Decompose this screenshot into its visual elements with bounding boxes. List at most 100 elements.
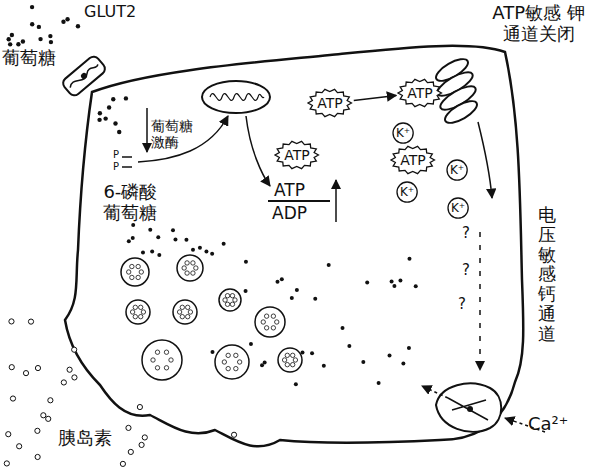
insulin-molecule: [261, 320, 265, 324]
label: ?: [458, 296, 466, 313]
node-text: ATP: [407, 85, 432, 101]
secreted-insulin: [35, 365, 40, 370]
insulin-molecule: [226, 353, 230, 357]
insulin-molecule: [136, 275, 140, 279]
label: 6-磷酸 葡萄糖: [98, 182, 163, 223]
insulin-molecule: [282, 358, 286, 362]
glucose-dot: [76, 24, 80, 28]
insulin-granule: [219, 289, 241, 311]
glucose-dot: [290, 296, 294, 300]
glucose-dot: [211, 350, 215, 354]
glucose-dot: [414, 284, 418, 288]
insulin-molecule: [169, 358, 173, 362]
insulin-molecule: [177, 310, 181, 314]
insulin-molecule: [293, 358, 297, 362]
potassium-ion: K⁺: [396, 181, 418, 203]
node-text: K⁺: [400, 185, 414, 199]
glucose-dot: [407, 346, 411, 350]
glucose-dot: [113, 121, 117, 125]
glucose-dot: [313, 297, 317, 301]
insulin-molecule: [234, 366, 238, 370]
glucose-dot: [327, 263, 331, 267]
glucose-dot: [103, 116, 107, 120]
label: ?: [462, 225, 470, 242]
glucose-dot: [407, 257, 411, 261]
glucose-dot: [124, 96, 128, 100]
glucose-dot: [244, 289, 248, 293]
node-text: K⁺: [396, 126, 410, 140]
secreted-insulin: [28, 319, 33, 324]
glucose-dot: [204, 249, 208, 253]
glucose-dot: [295, 288, 299, 292]
pathway-arrows: [122, 108, 545, 432]
glucose-dot: [249, 342, 253, 346]
glucose-dot: [97, 118, 101, 122]
insulin-molecule: [133, 305, 137, 309]
insulin-molecule: [155, 366, 159, 370]
glucose-dot: [107, 105, 111, 109]
label: 胰岛素: [58, 428, 112, 449]
secreted-insulin: [142, 435, 147, 440]
insulin-molecule: [164, 350, 168, 354]
glucose-dot: [21, 39, 25, 43]
insulin-granule: [121, 258, 149, 286]
glucose-dot: [322, 364, 326, 368]
glucose-dot: [7, 37, 11, 41]
label: 葡萄糖 激酶: [151, 118, 197, 150]
secreted-insulin: [23, 371, 28, 376]
secreted-insulin: [9, 365, 14, 370]
glucose-dot: [30, 5, 34, 9]
insulin-molecule: [230, 302, 234, 306]
insulin-molecule: [155, 350, 159, 354]
glucose-dot: [260, 363, 264, 367]
label: ATP: [274, 181, 305, 201]
insulin-molecule: [180, 314, 184, 318]
secreted-insulin: [35, 428, 40, 433]
secreted-insulin: [126, 425, 131, 430]
secreted-insulin: [61, 380, 66, 385]
insulin-molecule: [226, 366, 230, 370]
insulin-granule: [255, 307, 285, 337]
glucose-dot: [388, 354, 392, 358]
secreted-insulin: [9, 319, 14, 324]
glucose-dot: [377, 381, 381, 385]
node-text: ATP: [284, 147, 309, 163]
insulin-molecule: [136, 264, 140, 268]
glucose-dot: [244, 260, 248, 264]
glucose-dot: [222, 242, 226, 246]
glucose-dot: [310, 351, 314, 355]
glucose-dot: [365, 280, 369, 284]
secreted-insulin: [231, 432, 236, 437]
glucose-dot: [398, 279, 402, 283]
glucose-dot: [127, 239, 131, 243]
secreted-insulin: [128, 449, 133, 454]
glucose-dot: [131, 236, 135, 240]
glucose-dot: [390, 280, 394, 284]
insulin-molecule: [222, 360, 226, 364]
atp-burst: ATP: [398, 79, 441, 107]
node-text: K⁺: [451, 201, 465, 215]
glucose-dot: [157, 253, 161, 257]
glucose-dot: [117, 130, 121, 134]
glucose-dot: [30, 22, 34, 26]
insulin-molecule: [141, 310, 145, 314]
secreted-insulin: [72, 347, 77, 352]
secreted-insulin: [67, 367, 72, 372]
insulin-molecule: [264, 314, 268, 318]
node-text: K⁺: [450, 163, 464, 177]
potassium-ion: K⁺: [447, 197, 469, 219]
glucose-dot: [198, 246, 202, 250]
glucose-dot: [280, 277, 284, 281]
glucose-dot: [401, 361, 405, 365]
insulin-molecule: [180, 305, 184, 309]
potassium-ion: K⁺: [446, 159, 468, 181]
secreted-insulin: [10, 396, 15, 401]
insulin-molecule: [139, 314, 143, 318]
insulin-molecule: [237, 360, 241, 364]
insulin-molecule: [191, 261, 195, 265]
glucose-dot: [38, 37, 42, 41]
glucose-dot: [16, 42, 20, 46]
glucose-dot: [111, 97, 115, 101]
secreted-insulin: [35, 454, 40, 459]
